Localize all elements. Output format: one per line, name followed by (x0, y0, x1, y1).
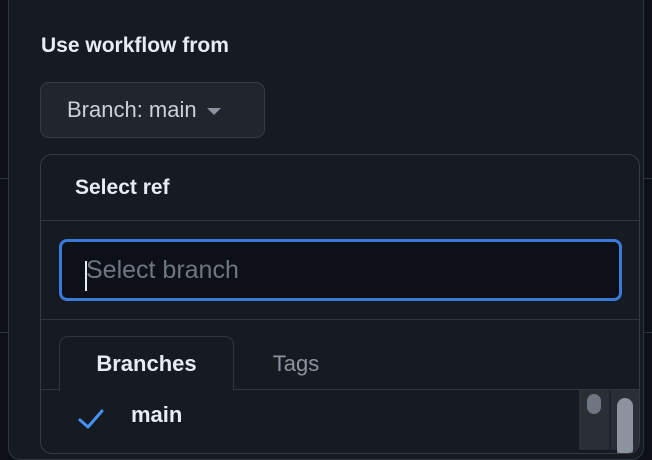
list-item-label: main (131, 402, 183, 427)
divider (644, 178, 652, 179)
scroll-button[interactable] (587, 394, 601, 414)
branch-list: main (41, 390, 639, 453)
divider (0, 332, 8, 333)
filter-row (41, 221, 639, 320)
popover-title: Select ref (41, 155, 639, 221)
tab-branches[interactable]: Branches (59, 336, 234, 391)
ref-tabs: Branches Tags (41, 320, 639, 391)
scroll-track-divider (609, 390, 611, 450)
divider (644, 332, 652, 333)
section-title: Use workflow from (41, 34, 229, 57)
text-cursor (85, 261, 87, 291)
page-edge (0, 0, 8, 438)
branch-filter-input[interactable] (59, 239, 622, 301)
scrollbar[interactable] (579, 390, 639, 453)
ref-selector-popover: Select ref Branches Tags main (40, 154, 640, 454)
check-icon (78, 409, 104, 429)
tab-tags[interactable]: Tags (272, 350, 320, 376)
divider (0, 178, 8, 179)
caret-down-icon (206, 107, 221, 115)
branch-select-button[interactable]: Branch: main (40, 82, 265, 138)
branch-button-label: Branch: main (67, 97, 197, 122)
list-item-main[interactable]: main (41, 390, 581, 450)
scroll-thumb[interactable] (617, 398, 633, 453)
